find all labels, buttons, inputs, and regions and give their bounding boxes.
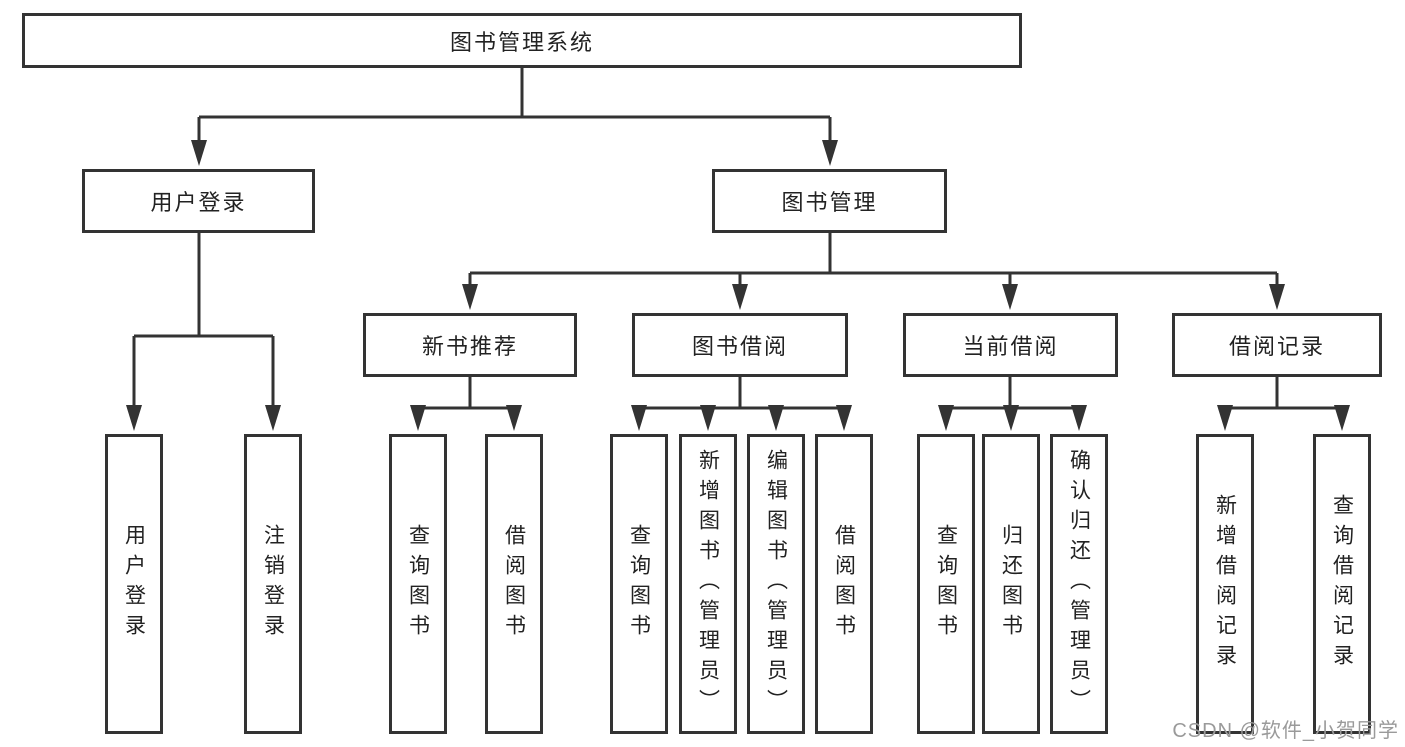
leaf-logout-label: 注销登录	[261, 524, 285, 644]
leaf-query-borrow-record-label: 查询借阅记录	[1330, 494, 1354, 674]
leaf-user-login: 用户登录	[105, 434, 163, 734]
leaf-add-book-admin-label: 新增图书（管理员）	[696, 449, 720, 719]
leaf-borrow-books-1-label: 借阅图书	[502, 524, 526, 644]
leaf-user-login-label: 用户登录	[122, 524, 146, 644]
leaf-borrow-books-2: 借阅图书	[815, 434, 873, 734]
leaf-query-books-1: 查询图书	[389, 434, 447, 734]
csdn-watermark: CSDN @软件_小贺同学	[1172, 720, 1399, 742]
leaf-add-borrow-record: 新增借阅记录	[1196, 434, 1254, 734]
node-root: 图书管理系统	[22, 13, 1022, 68]
leaf-edit-book-admin: 编辑图书（管理员）	[747, 434, 805, 734]
leaf-add-book-admin: 新增图书（管理员）	[679, 434, 737, 734]
node-new-book-recommend: 新书推荐	[363, 313, 577, 377]
leaf-edit-book-admin-label: 编辑图书（管理员）	[764, 449, 788, 719]
leaf-query-books-2: 查询图书	[610, 434, 668, 734]
leaf-query-books-2-label: 查询图书	[627, 524, 651, 644]
node-borrow-records: 借阅记录	[1172, 313, 1382, 377]
leaf-logout: 注销登录	[244, 434, 302, 734]
node-user-login: 用户登录	[82, 169, 315, 233]
node-book-borrow: 图书借阅	[632, 313, 848, 377]
leaf-confirm-return-admin-label: 确认归还（管理员）	[1067, 449, 1091, 719]
leaf-borrow-books-1: 借阅图书	[485, 434, 543, 734]
node-current-borrow: 当前借阅	[903, 313, 1118, 377]
leaf-query-borrow-record: 查询借阅记录	[1313, 434, 1371, 734]
leaf-query-books-3-label: 查询图书	[934, 524, 958, 644]
leaf-query-books-3: 查询图书	[917, 434, 975, 734]
leaf-add-borrow-record-label: 新增借阅记录	[1213, 494, 1237, 674]
leaf-return-book-label: 归还图书	[999, 524, 1023, 644]
leaf-borrow-books-2-label: 借阅图书	[832, 524, 856, 644]
leaf-confirm-return-admin: 确认归还（管理员）	[1050, 434, 1108, 734]
leaf-return-book: 归还图书	[982, 434, 1040, 734]
leaf-query-books-1-label: 查询图书	[406, 524, 430, 644]
node-book-management: 图书管理	[712, 169, 947, 233]
